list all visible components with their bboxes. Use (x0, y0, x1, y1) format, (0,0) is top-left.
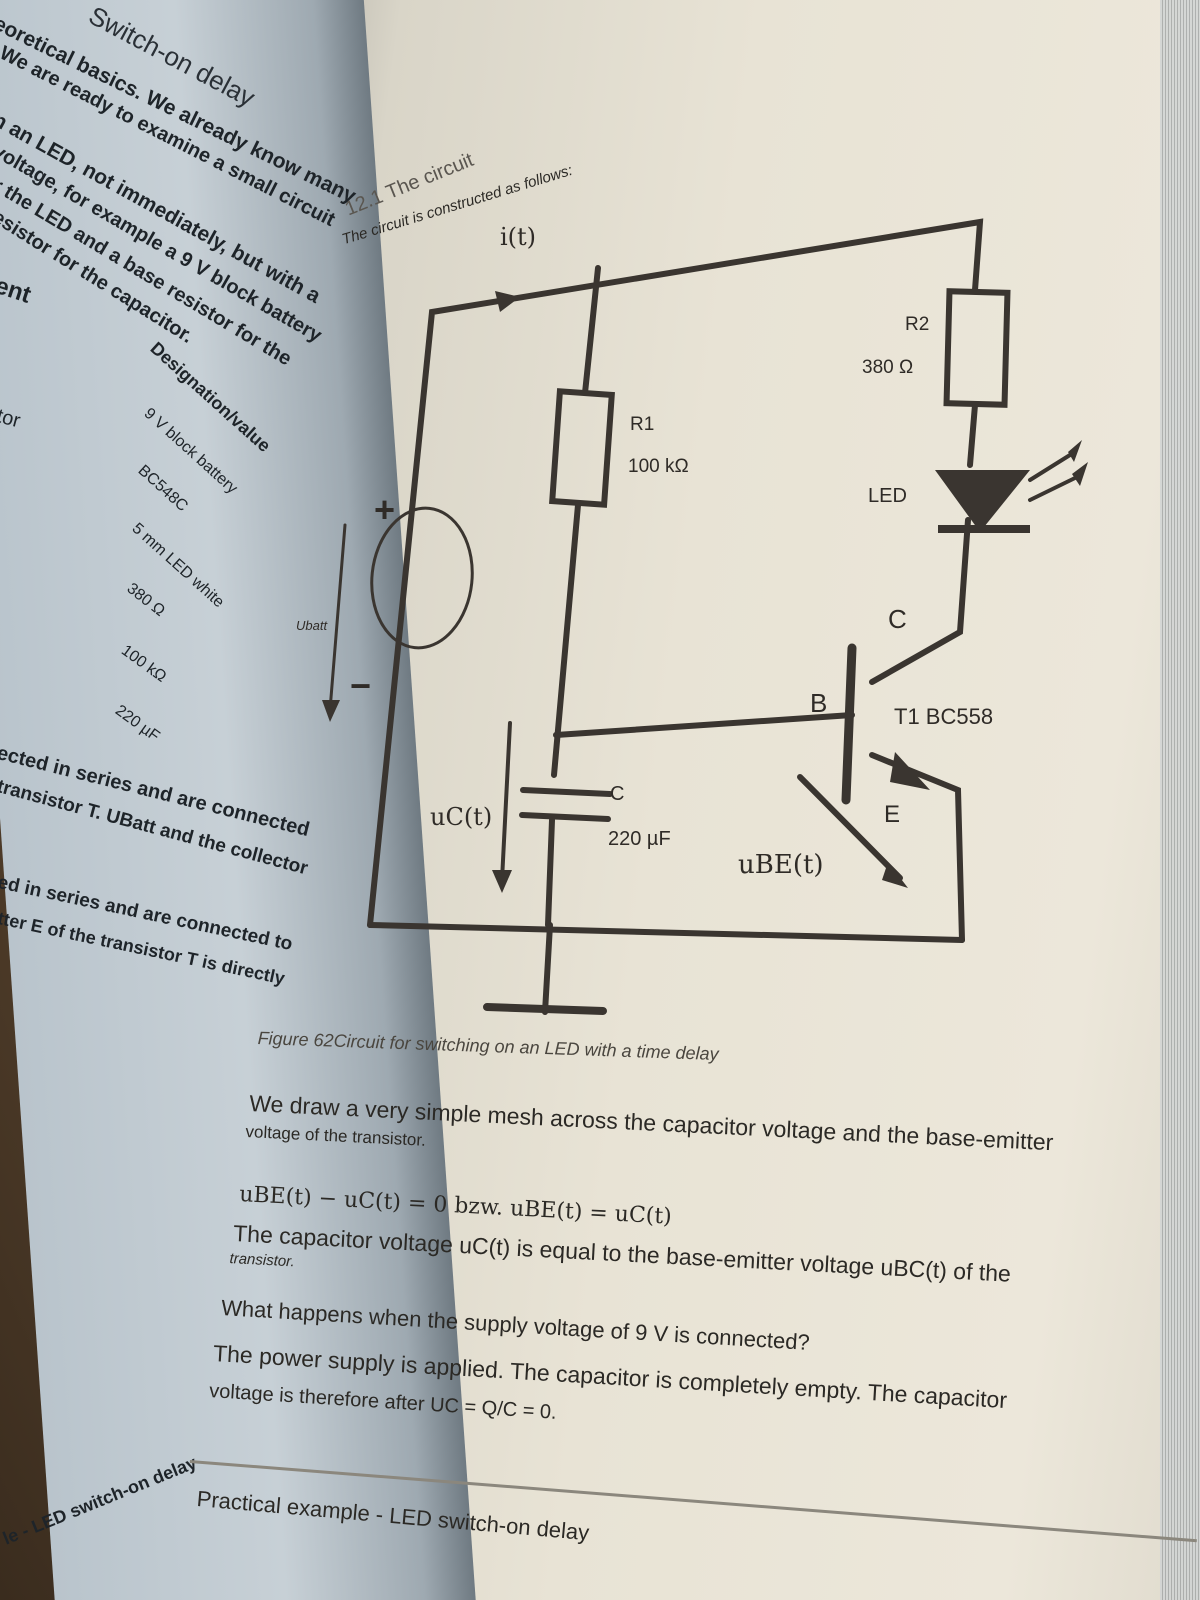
label-current: i(t) (500, 223, 536, 251)
ube-arrow (797, 774, 903, 881)
ubatt-arrow (328, 523, 347, 712)
label-collector: C (888, 604, 907, 634)
label-ubatt: Ubatt (296, 618, 328, 633)
led-light-arrows (1028, 453, 1077, 502)
label-cap-value: 220 µF (608, 828, 671, 850)
transistor-base-bar (841, 643, 857, 805)
emitter-arrow-head (890, 752, 930, 790)
base-wire (553, 712, 855, 738)
uc-arrow-head (492, 870, 512, 893)
label-emitter: E (884, 801, 900, 828)
page-edges (1160, 0, 1200, 1600)
capacitor-bottom-wire (545, 817, 555, 928)
label-cap-name: C (610, 783, 624, 805)
label-base: B (810, 688, 827, 718)
label-r1-value: 100 kΩ (628, 456, 689, 477)
body-line-7: voltage is therefore after UC = Q/C = 0. (208, 1380, 558, 1424)
uc-arrow (500, 721, 512, 882)
capacitor-top-plate (520, 787, 613, 797)
label-transistor: T1 BC558 (894, 704, 993, 729)
body-line-3: The capacitor voltage uC(t) is equal to … (232, 1220, 1012, 1287)
capacitor-bottom-plate (519, 812, 611, 822)
r1-top-wire (582, 265, 601, 396)
label-plus: + (374, 489, 395, 530)
circuit-diagram: i(t) R1 100 kΩ R2 380 Ω LED C B T1 BC558… (296, 218, 1088, 1015)
r2-bottom-wire (967, 402, 978, 468)
r2-resistor (943, 288, 1011, 408)
body-line-2: voltage of the transistor. (245, 1122, 427, 1150)
battery-source (370, 506, 474, 650)
ground-symbol (483, 1003, 607, 1015)
r1-bottom-wire (551, 502, 581, 778)
top-wire (367, 218, 984, 928)
body-line-4: transistor. (229, 1250, 296, 1271)
led-triangle (935, 470, 1030, 532)
collector-wire (869, 517, 971, 685)
current-arrow-head (495, 291, 520, 312)
label-r2-name: R2 (905, 314, 929, 335)
label-uc: uC(t) (430, 803, 492, 831)
led-bar (938, 525, 1030, 533)
ubatt-arrow-head (322, 700, 340, 722)
body-equation: uBE(t) − uC(t) = 0 bzw. uBE(t) = uC(t) (238, 1182, 673, 1230)
label-led: LED (868, 485, 907, 507)
right-footer: Practical example - LED switch-on delay (195, 1486, 591, 1546)
label-ube: uBE(t) (738, 850, 824, 880)
label-minus: − (350, 665, 371, 706)
ground-wire (542, 922, 553, 1015)
ube-arrow-head (882, 862, 908, 888)
label-r1-name: R1 (630, 414, 654, 435)
led-light-arrow-heads (1068, 440, 1088, 486)
r1-resistor (549, 388, 615, 508)
label-r2-value: 380 Ω (862, 357, 913, 378)
bottom-wire (367, 922, 965, 943)
